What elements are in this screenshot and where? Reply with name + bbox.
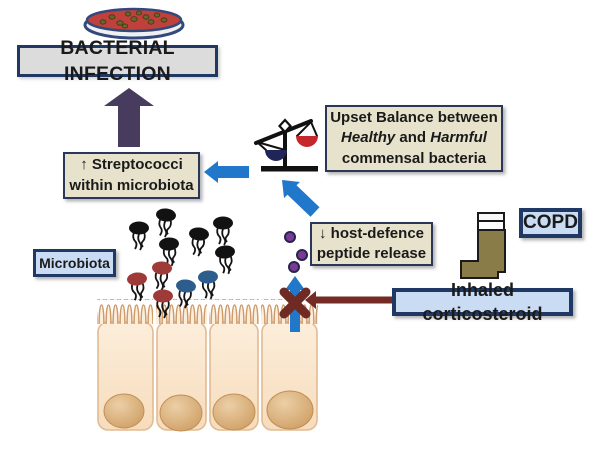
healthy-label: Healthy [341,129,396,147]
healthy-pan [265,150,287,161]
streptococci-box: ↑ Streptococci within microbiota [63,152,200,199]
block-x-icon [279,287,311,319]
inhaled-corticosteroid-label: Inhaled corticosteroid [422,279,543,324]
microbiota-label: Microbiota [39,254,110,271]
microbiota-label-box: Microbiota [33,249,116,277]
bacterial-infection-box: BACTERIAL INFECTION [17,37,218,85]
streptococci-line2: within microbiota [69,176,194,194]
streptococci-line1: ↑ Streptococci [80,156,183,174]
harmful-label: Harmful [430,129,487,147]
epithelial-cells [97,299,318,432]
bacteria-colonies [99,10,168,29]
copd-label: COPD [523,212,578,234]
maroon-left-arrow [305,291,392,309]
upset-balance-box: Upset Balance between Healthy and Harmfu… [325,105,503,172]
petri-dish-icon [83,7,185,40]
inhaler-icon [460,212,506,279]
bacterial-infection-label: BACTERIAL INFECTION [60,36,175,85]
host-defence-line1: ↓ host-defence [318,224,424,242]
copd-box: COPD [519,208,582,238]
upset-balance-line2: Healthy and Harmful [341,128,487,148]
upset-balance-line3: commensal bacteria [341,149,487,167]
blue-diagonal-arrow [282,180,320,217]
upset-balance-line1: Upset Balance between [330,109,498,127]
cell-nuclei [103,390,314,432]
harmful-pan [296,136,318,147]
peptide-dots [284,231,308,273]
host-defence-box: ↓ host-defence peptide release [310,222,433,266]
purple-up-arrow [104,88,154,147]
inhaled-corticosteroid-box: Inhaled corticosteroid [392,280,573,324]
and-label: and [399,129,427,147]
blue-left-arrow [204,161,249,183]
balance-scale-icon [254,118,318,172]
host-defence-line2: peptide release [316,245,427,262]
